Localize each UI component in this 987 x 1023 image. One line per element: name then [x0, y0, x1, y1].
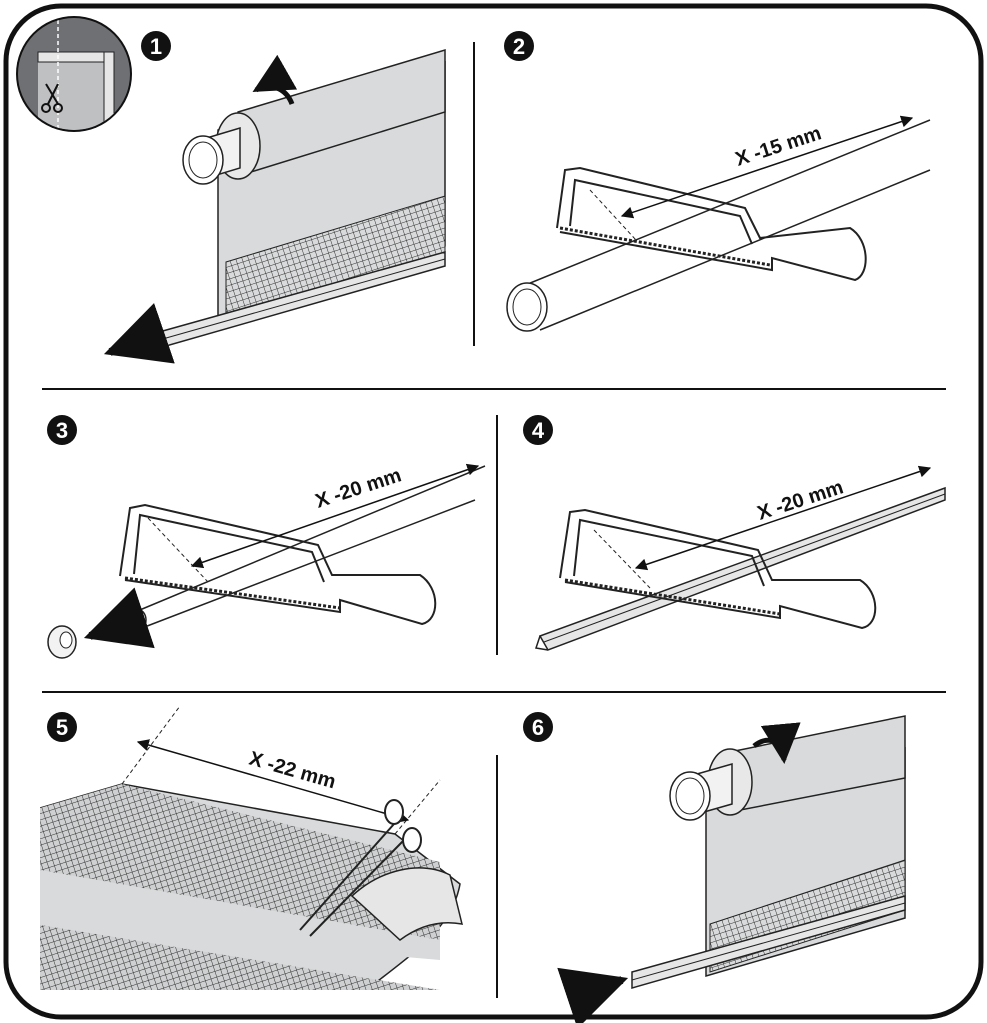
rotate-arrow-icon [752, 722, 801, 764]
dimension-arrow [190, 463, 480, 569]
remove-cap-arrow-icon [83, 587, 155, 649]
svg-text:6: 6 [532, 715, 544, 740]
panel-step-4: 4 X -20 mm [523, 415, 946, 651]
cut-flap [350, 867, 464, 941]
svg-text:1: 1 [150, 34, 162, 59]
step-badge-1: 1 [141, 31, 171, 61]
svg-text:3: 3 [56, 418, 68, 443]
panel-step-5: 5 X -22 mm [40, 705, 464, 990]
dimension-arrow [634, 465, 932, 571]
dimension-arrow [620, 115, 914, 219]
scissors-icon [299, 799, 422, 937]
svg-text:2: 2 [513, 34, 525, 59]
panel-step-2: 2 X -15 mm [504, 31, 931, 332]
svg-text:4: 4 [532, 418, 545, 443]
pull-out-arrow-icon [103, 303, 175, 364]
fabric-stripe-middle [40, 870, 440, 960]
panel-step-1: 1 [16, 16, 446, 364]
push-in-arrow-icon [557, 967, 629, 1023]
rotate-arrow-icon [252, 54, 298, 106]
scissors-icon [41, 83, 63, 113]
step-badge-2: 2 [504, 31, 534, 61]
mesh-stripe-upper [40, 784, 440, 940]
step-badge-3: 3 [47, 415, 77, 445]
mesh-stripe-lower [40, 925, 440, 990]
step-badge-5: 5 [47, 712, 77, 742]
svg-text:5: 5 [56, 715, 68, 740]
step-badge-6: 6 [523, 712, 553, 742]
step-badge-4: 4 [523, 415, 553, 445]
dimension-arrow [136, 739, 410, 823]
panel-step-6: 6 [523, 712, 906, 1023]
end-cap-icon [47, 625, 77, 659]
inset-scissors-detail [16, 16, 132, 132]
